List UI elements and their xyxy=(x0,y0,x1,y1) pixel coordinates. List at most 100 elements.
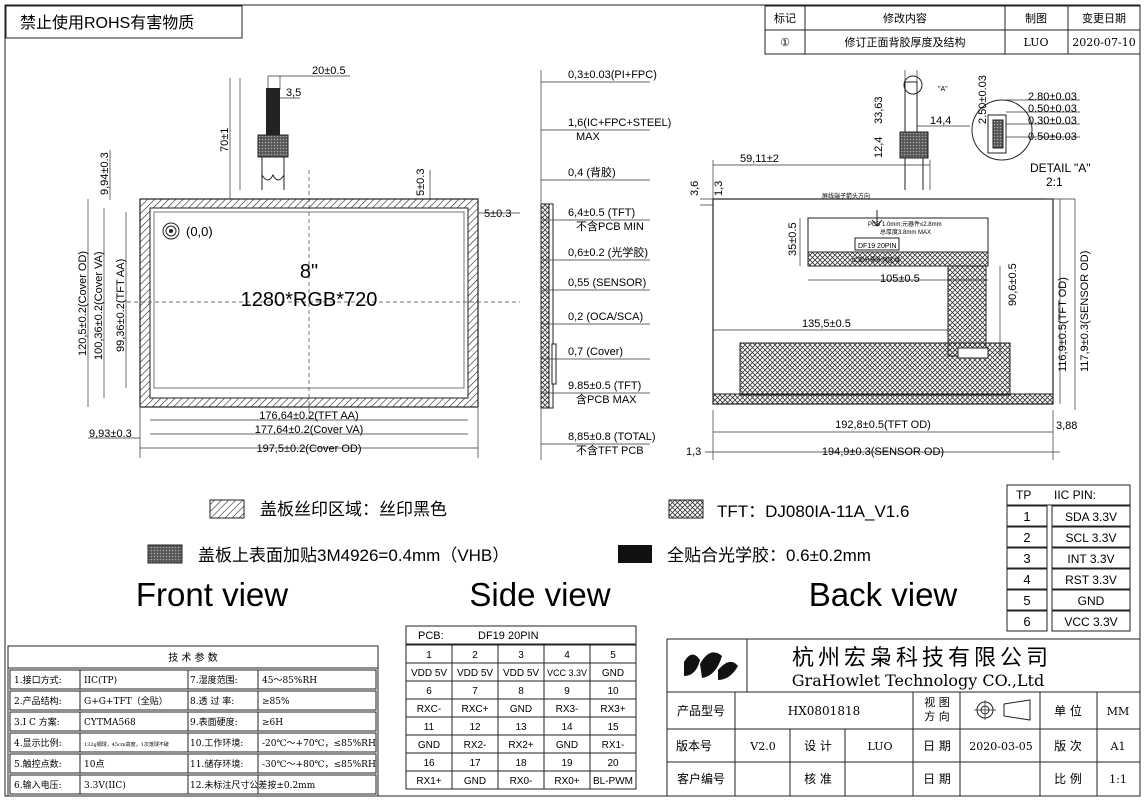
tb-approve-label: 核 准 xyxy=(804,772,832,786)
resolution-label: 1280*RGB*720 xyxy=(241,289,378,311)
back-pcb-note-1: PCB 1.0mm;元器件≤2.8mm xyxy=(868,220,942,228)
tech-param-cell: ≥6H xyxy=(262,718,283,728)
size-label: 8" xyxy=(300,261,318,283)
legend-oca-swatch xyxy=(618,545,652,563)
legend-tape-swatch xyxy=(147,544,183,564)
rev-header-content: 修改内容 xyxy=(883,11,927,25)
tech-param-cell: CYTMA568 xyxy=(84,718,136,728)
tp-pin-signal: RST 3.3V xyxy=(1065,573,1117,587)
detail-dim-4: 0.50±0.03 xyxy=(1028,131,1077,143)
tech-param-cell: 3.3V(IIC) xyxy=(84,780,126,791)
dim-back-right-c: 3,88 xyxy=(1056,420,1077,432)
pcb-pin-cell: 12 xyxy=(469,722,481,733)
tp-header-left: TP xyxy=(1016,488,1031,502)
tb-unit-value: MM xyxy=(1107,705,1130,718)
rev-header-mark: 标记 xyxy=(774,11,796,25)
pcb-pin-cell: GND xyxy=(602,668,624,679)
front-fpc-tail xyxy=(266,88,280,138)
rev-row-mark: ① xyxy=(780,36,790,49)
rev-row-drawer: LUO xyxy=(1024,36,1049,49)
company-logo xyxy=(684,652,738,680)
tp-pin-table: TP IIC PIN: xyxy=(1006,484,1131,506)
pcb-pin-cell: 13 xyxy=(515,722,527,733)
back-fpc-connector xyxy=(899,131,929,159)
dim-back-sensor-od-h: 117,9±0.3(SENSOR OD) xyxy=(1079,251,1091,372)
side-label-2: 1,6(IC+FPC+STEEL) xyxy=(568,117,671,129)
dim-back-tft-od-h: 116,9±0.5(TFT OD) xyxy=(1057,277,1069,372)
tb-design-label: 设 计 xyxy=(804,739,832,753)
legend-tft-swatch xyxy=(668,499,704,519)
pcb-pin-cell: RX1- xyxy=(602,740,625,751)
dim-back-pcb-h: 35±0.5 xyxy=(787,222,799,256)
tech-param-cell: -20℃～+70℃，≤85%RH xyxy=(262,739,376,749)
company-name-en: GraHowlet Technology CO.,Ltd xyxy=(792,671,1044,690)
tb-rev-label: 版 次 xyxy=(1054,739,1082,753)
projection-symbol-icon xyxy=(974,699,1031,721)
side-label-7: 0,2 (OCA/SCA) xyxy=(568,311,643,323)
legend: 盖板丝印区域：丝印黑色 TFT：DJ080IA-11A_V1.6 盖板上表面加贴… xyxy=(147,499,909,565)
origin-label: (0,0) xyxy=(186,224,213,239)
tech-param-cell: ≥85% xyxy=(262,697,290,707)
tech-param-cell: 7.湿度范围: xyxy=(190,674,238,686)
dim-left-offset: 9,93±0.3 xyxy=(89,428,132,440)
tech-param-cell: G+G+TFT（全贴） xyxy=(84,695,168,707)
tb-model-label: 产品型号 xyxy=(677,704,725,718)
tech-param-cell: IIC(TP) xyxy=(84,675,117,686)
dim-back-tft-od-w: 192,8±0.5(TFT OD) xyxy=(835,419,931,431)
tech-param-cell: 9.表面硬度: xyxy=(190,716,238,728)
side-label-5: 0,6±0.2 (光学胶) xyxy=(568,245,648,259)
tech-param-cell: 12.未标注尺寸公差按±0.2mm xyxy=(190,779,316,791)
dim-cover-va-w: 177,64±0.2(Cover VA) xyxy=(255,424,364,436)
dim-back-sensor-od-w: 194,9±0.3(SENSOR OD) xyxy=(822,446,944,458)
pcb-pin-cell: VDD 5V xyxy=(457,668,493,679)
dim-cover-od-w: 197,5±0.2(Cover OD) xyxy=(256,443,361,455)
side-sublabel-10: 不含TFT PCB xyxy=(576,443,644,457)
back-view-title: Back view xyxy=(809,576,958,613)
pcb-pin-cell: 2 xyxy=(472,650,478,661)
tp-pin-signal: GND xyxy=(1078,594,1105,608)
rohs-box xyxy=(5,5,243,39)
tb-design-value: LUO xyxy=(868,740,893,753)
tb-model-value: HX0801818 xyxy=(788,704,860,718)
side-label-10: 8,85±0.8 (TOTAL) xyxy=(568,431,656,443)
dim-back-pcb-w: 105±0.5 xyxy=(880,273,920,285)
pcb-pin-cell: 9 xyxy=(564,686,570,697)
side-label-9: 9.85±0.5 (TFT) xyxy=(568,380,641,392)
pcb-pin-cell: 4 xyxy=(564,650,570,661)
tb-scale-value: 1:1 xyxy=(1109,773,1127,786)
pcb-pin-cell: VDD 5V xyxy=(503,668,539,679)
pcb-pin-cell: BL-PWM xyxy=(593,776,633,787)
pcb-pin-cell: RXC+ xyxy=(462,704,489,715)
tech-params-rows: 1.接口方式:IIC(TP)7.湿度范围:45～85%RH2.产品结构:G+G+… xyxy=(9,669,377,795)
pcb-pin-cell: 15 xyxy=(607,722,619,733)
rev-row-date: 2020-07-10 xyxy=(1072,36,1135,49)
rev-header-date: 变更日期 xyxy=(1082,11,1126,25)
tech-param-cell: 11.储存环境: xyxy=(190,758,243,770)
dim-back-fpc-base: 12,4 xyxy=(873,137,885,158)
tp-pin-number: 6 xyxy=(1023,614,1030,629)
tp-pin-number: 3 xyxy=(1023,551,1030,566)
tech-params-title: 技 术 参 数 xyxy=(168,651,218,664)
dim-fpc-length: 70±1 xyxy=(219,128,231,152)
legend-tft-label: TFT：DJ080IA-11A_V1.6 xyxy=(717,502,909,521)
tb-version-label: 版本号 xyxy=(676,739,712,753)
detail-a-circle xyxy=(971,99,1033,161)
tb-date-value: 2020-03-05 xyxy=(969,740,1032,753)
side-view-drawing xyxy=(540,70,557,460)
pcb-pin-cell: 16 xyxy=(423,758,435,769)
pcb-pin-cell: 8 xyxy=(518,686,524,697)
pcb-pin-cell: 20 xyxy=(607,758,619,769)
tb-date2-label: 日 期 xyxy=(923,772,951,786)
tech-param-cell: 8.透 过 率: xyxy=(190,695,234,707)
legend-silk-swatch xyxy=(209,499,245,519)
side-view-title: Side view xyxy=(469,576,610,613)
title-block: 杭州宏枭科技有限公司 GraHowlet Technology CO.,Ltd … xyxy=(666,638,1141,797)
rev-row-content: 修订正面背胶厚度及结构 xyxy=(845,35,966,49)
back-fpc-tail xyxy=(904,81,918,133)
company-name-cn: 杭州宏枭科技有限公司 xyxy=(792,646,1052,671)
pcb-pin-cell: GND xyxy=(464,776,486,787)
dim-back-left-a: 3,6 xyxy=(689,181,701,196)
pcb-pin-cell: RX1+ xyxy=(416,776,441,787)
pcb-pin-cell: 19 xyxy=(561,758,573,769)
